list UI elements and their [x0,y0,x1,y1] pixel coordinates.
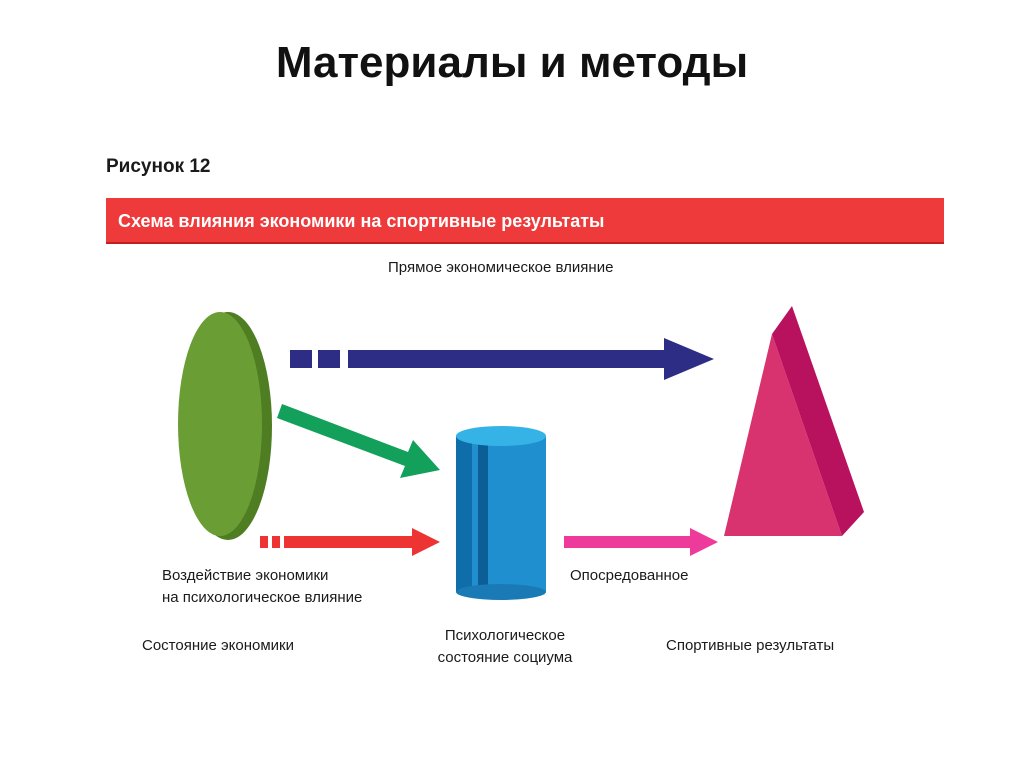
label-mediated: Опосредованное [570,567,689,584]
arrow-red-dash-1 [260,536,268,548]
label-sport-results: Спортивные результаты [666,637,835,654]
arrow-red-body [284,528,440,556]
slide-title: Материалы и методы [275,38,749,87]
economy-ellipse-shape [178,312,272,540]
arrow-direct-dash-2 [318,350,340,368]
cylinder-shade-left [456,436,472,592]
arrow-green-body [277,404,440,478]
arrow-psych-impact [260,528,440,556]
cylinder-stripe [478,436,488,592]
arrow-direct-dash-1 [290,350,312,368]
prism-face [724,334,842,536]
sport-prism-shape [724,306,864,536]
label-economy-state: Состояние экономики [142,637,294,654]
cylinder-top [456,426,546,446]
arrow-economy-to-psych [277,404,440,478]
arrow-direct-influence [290,338,714,380]
arrow-pink-body [564,528,718,556]
label-impact-line2: на психологическое влияние [162,589,363,606]
ellipse-face [178,312,262,536]
figure-caption-bar: Схема влияния экономики на спортивные ре… [106,198,944,244]
arrow-mediated [564,528,718,556]
label-direct-influence: Прямое экономическое влияние [388,259,614,276]
label-psych-line2: состояние социума [437,649,573,666]
cylinder-bottom [456,584,546,600]
figure-number: Рисунок 12 [106,156,211,177]
label-impact-line1: Воздействие экономики [162,567,329,584]
prism-side [772,306,864,536]
arrow-direct-body [348,338,714,380]
arrow-red-dash-2 [272,536,280,548]
psych-cylinder-shape [456,426,546,600]
label-psych-line1: Психологическое [444,627,566,644]
figure-caption: Схема влияния экономики на спортивные ре… [118,211,605,231]
